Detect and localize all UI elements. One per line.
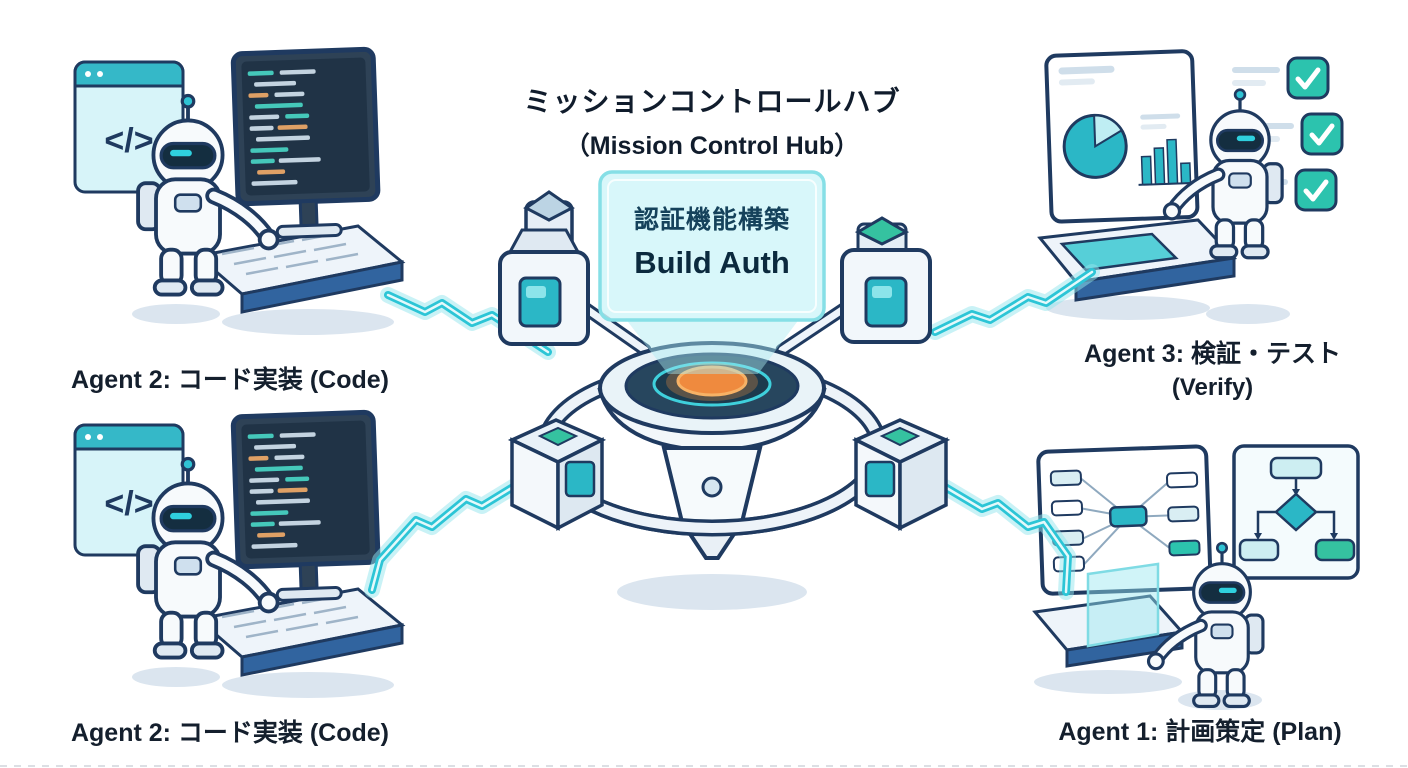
beam-bottom-right [937, 479, 1076, 600]
bottom-divider [0, 765, 1408, 767]
label-agent2-top-left: Agent 2: コード実装 (Code) [70, 366, 390, 394]
diagram-title: ミッションコントロールハブ （Mission Control Hub） [452, 80, 972, 162]
agent1-plan-scene [1032, 444, 1360, 710]
task-label-ja: 認証機能構築 [633, 206, 790, 234]
label-agent2-bottom-left: Agent 2: コード実装 (Code) [70, 719, 390, 747]
title-japanese: ミッションコントロールハブ [523, 86, 901, 117]
beam-bottom-left [364, 476, 526, 598]
hub-pod-upper-right [840, 216, 932, 344]
label-agent3-line1: Agent 3: 検証・テスト [1084, 340, 1341, 368]
hub-core-light [676, 365, 748, 397]
mission-control-hub [498, 170, 951, 610]
mindmap-monitor [1036, 444, 1213, 596]
hub-pod-lower-right [851, 418, 951, 531]
flowchart-panel [1232, 444, 1360, 580]
label-agent3-line2: (Verify) [1171, 374, 1254, 401]
agent2-bottom-left-scene [75, 412, 402, 698]
hub-pod-upper-left [498, 228, 590, 346]
console-screen [1059, 232, 1179, 272]
title-english: （Mission Control Hub） [564, 132, 860, 160]
task-label-en: Build Auth [634, 245, 790, 280]
bar-chart-icon [1140, 138, 1192, 186]
dashboard-monitor [1044, 49, 1200, 224]
hologram-beam [625, 318, 800, 374]
hologram-task-text: 認証機能構築 Build Auth [600, 200, 824, 281]
decision-diamond-icon [1274, 492, 1318, 532]
checkbox-checked-icon [1300, 112, 1344, 156]
hub-pod-lower-left [507, 418, 607, 531]
agent2-top-left-scene [75, 49, 402, 335]
label-agent1-bottom-right: Agent 1: 計画策定 (Plan) [1058, 718, 1342, 746]
holo-screen [1086, 562, 1160, 648]
beam-top-right [927, 264, 1100, 340]
hologram-panel [598, 170, 826, 322]
label-agent3-top-right: Agent 3: 検証・テスト (Verify) [1040, 334, 1385, 402]
checkbox-checked-icon [1294, 168, 1338, 212]
checkbox-checked-icon [1286, 56, 1330, 100]
